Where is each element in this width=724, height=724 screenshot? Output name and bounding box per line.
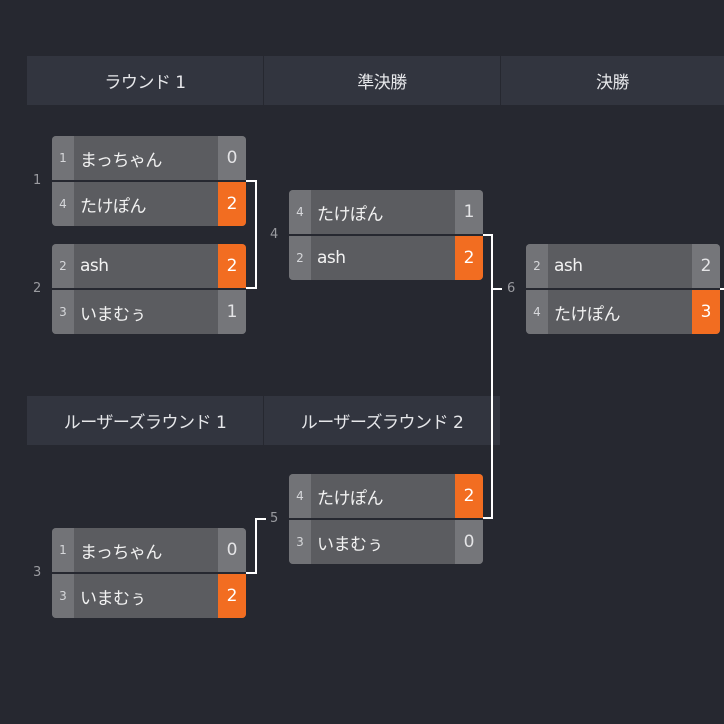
match-number-3: 3 bbox=[33, 565, 42, 580]
player-name: たけぽん bbox=[317, 204, 384, 225]
player-name: ash bbox=[80, 256, 109, 276]
score: 0 bbox=[218, 136, 246, 180]
player-name: たけぽん bbox=[317, 488, 384, 509]
header-round-1: ラウンド 1 bbox=[27, 56, 264, 105]
match-3-player-2[interactable]: 3 いまむぅ 2 bbox=[52, 574, 246, 618]
player-name: ash bbox=[317, 248, 346, 268]
seed-number: 1 bbox=[52, 528, 74, 572]
player-name: たけぽん bbox=[80, 196, 147, 217]
header-final: 決勝 bbox=[501, 56, 724, 105]
match-5-player-2[interactable]: 3 いまむぅ 0 bbox=[289, 520, 483, 564]
score: 2 bbox=[692, 244, 720, 288]
score: 0 bbox=[218, 528, 246, 572]
score-winner: 3 bbox=[692, 290, 720, 334]
seed-number: 4 bbox=[289, 190, 311, 234]
seed-number: 3 bbox=[52, 574, 74, 618]
score-winner: 2 bbox=[218, 244, 246, 288]
seed-number: 4 bbox=[52, 182, 74, 226]
header-losers-round-2: ルーザーズラウンド 2 bbox=[264, 396, 500, 445]
match-2-player-2[interactable]: 3 いまむぅ 1 bbox=[52, 290, 246, 334]
match-6[interactable]: 2 ash 2 4 たけぽん 3 bbox=[526, 244, 720, 334]
header-losers-round-2-label: ルーザーズラウンド 2 bbox=[300, 413, 464, 433]
match-6-player-2[interactable]: 4 たけぽん 3 bbox=[526, 290, 720, 334]
player-name: いまむぅ bbox=[80, 588, 147, 609]
seed-number: 4 bbox=[289, 474, 311, 518]
player-name: まっちゃん bbox=[80, 542, 162, 563]
match-3-player-1[interactable]: 1 まっちゃん 0 bbox=[52, 528, 246, 572]
match-6-player-1[interactable]: 2 ash 2 bbox=[526, 244, 720, 288]
header-round-1-label: ラウンド 1 bbox=[104, 73, 186, 93]
score: 0 bbox=[455, 520, 483, 564]
score-winner: 2 bbox=[218, 574, 246, 618]
match-number-1: 1 bbox=[33, 173, 42, 188]
match-5-player-1[interactable]: 4 たけぽん 2 bbox=[289, 474, 483, 518]
seed-number: 2 bbox=[52, 244, 74, 288]
player-name: ash bbox=[554, 256, 583, 276]
header-losers-round-1: ルーザーズラウンド 1 bbox=[27, 396, 264, 445]
score-winner: 2 bbox=[455, 236, 483, 280]
connector-m1-m2-to-m4 bbox=[246, 180, 257, 289]
match-4[interactable]: 4 たけぽん 1 2 ash 2 bbox=[289, 190, 483, 280]
match-number-2: 2 bbox=[33, 281, 42, 296]
score: 1 bbox=[455, 190, 483, 234]
header-losers-round-1-label: ルーザーズラウンド 1 bbox=[63, 413, 227, 433]
seed-number: 4 bbox=[526, 290, 548, 334]
match-2-player-1[interactable]: 2 ash 2 bbox=[52, 244, 246, 288]
match-1[interactable]: 1 まっちゃん 0 4 たけぽん 2 bbox=[52, 136, 246, 226]
match-number-4: 4 bbox=[270, 227, 279, 242]
match-number-6: 6 bbox=[507, 281, 516, 296]
match-4-player-2[interactable]: 2 ash 2 bbox=[289, 236, 483, 280]
score: 1 bbox=[218, 290, 246, 334]
header-final-label: 決勝 bbox=[596, 73, 630, 93]
header-semifinal: 準決勝 bbox=[264, 56, 501, 105]
seed-number: 1 bbox=[52, 136, 74, 180]
seed-number: 2 bbox=[289, 236, 311, 280]
player-name: いまむぅ bbox=[317, 534, 384, 555]
match-5[interactable]: 4 たけぽん 2 3 いまむぅ 0 bbox=[289, 474, 483, 564]
connector-m4-m5-to-m6 bbox=[483, 234, 493, 519]
connector-m3-to-m5 bbox=[246, 518, 266, 574]
player-name: いまむぅ bbox=[80, 304, 147, 325]
seed-number: 3 bbox=[52, 290, 74, 334]
match-number-5: 5 bbox=[270, 511, 279, 526]
seed-number: 3 bbox=[289, 520, 311, 564]
header-semifinal-label: 準決勝 bbox=[357, 73, 407, 93]
seed-number: 2 bbox=[526, 244, 548, 288]
player-name: まっちゃん bbox=[80, 150, 162, 171]
player-name: たけぽん bbox=[554, 304, 621, 325]
match-1-player-1[interactable]: 1 まっちゃん 0 bbox=[52, 136, 246, 180]
match-4-player-1[interactable]: 4 たけぽん 1 bbox=[289, 190, 483, 234]
score-winner: 2 bbox=[455, 474, 483, 518]
match-3[interactable]: 1 まっちゃん 0 3 いまむぅ 2 bbox=[52, 528, 246, 618]
match-1-player-2[interactable]: 4 たけぽん 2 bbox=[52, 182, 246, 226]
match-2[interactable]: 2 ash 2 3 いまむぅ 1 bbox=[52, 244, 246, 334]
score-winner: 2 bbox=[218, 182, 246, 226]
